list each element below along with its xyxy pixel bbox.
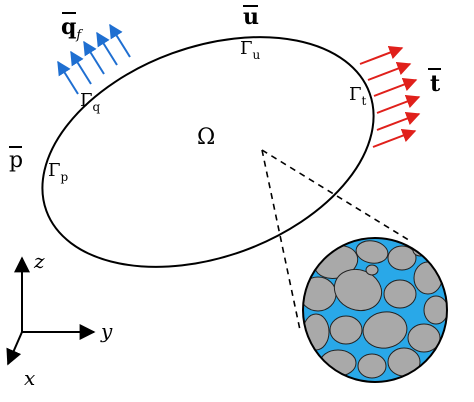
y-axis-label: y [100,319,113,343]
traction-arrow [359,45,404,65]
gamma-t-label: Γt [349,84,367,108]
svg-text:p: p [9,148,23,173]
prescribed-traction-label: t [428,68,441,97]
traction-arrow [367,61,412,81]
coordinate-axes [6,256,96,366]
flux-arrow [109,23,131,58]
traction-arrows [359,45,421,148]
flux-arrow [57,60,79,95]
svg-text:t: t [430,71,441,97]
traction-arrow [376,111,421,131]
svg-text:u: u [243,4,259,30]
flux-arrow [70,50,92,85]
grain [387,245,417,271]
grain [423,295,447,325]
flux-arrow [83,40,105,75]
flux-arrow [96,31,118,66]
grain [333,268,383,312]
gamma-q-label: Γq [80,90,101,114]
gamma-p-label: Γp [48,160,69,184]
traction-arrow [373,77,418,97]
prescribed-flux-label: qf [61,12,83,43]
zoom-lines [261,149,413,331]
grain [329,315,363,345]
traction-arrow [376,94,421,114]
svg-text:qf: qf [61,14,83,43]
x-axis [6,331,23,366]
grain [383,279,417,309]
traction-arrow [372,128,417,148]
prescribed-displacement-label: u [243,4,259,30]
gamma-u-label: Γu [240,38,261,62]
x-axis-label: x [24,366,35,390]
z-axis-label: z [33,249,45,273]
grain [362,311,408,349]
domain-label: Ω [197,125,215,150]
flux-arrows [57,23,131,95]
domain-boundary [41,36,375,268]
grain [407,323,441,353]
prescribed-pressure-label: p [9,146,23,173]
grain [355,240,389,264]
grain [387,347,421,377]
grain [413,261,443,295]
grain [365,264,379,276]
grain [357,353,387,379]
microstructure-inset [302,237,448,383]
